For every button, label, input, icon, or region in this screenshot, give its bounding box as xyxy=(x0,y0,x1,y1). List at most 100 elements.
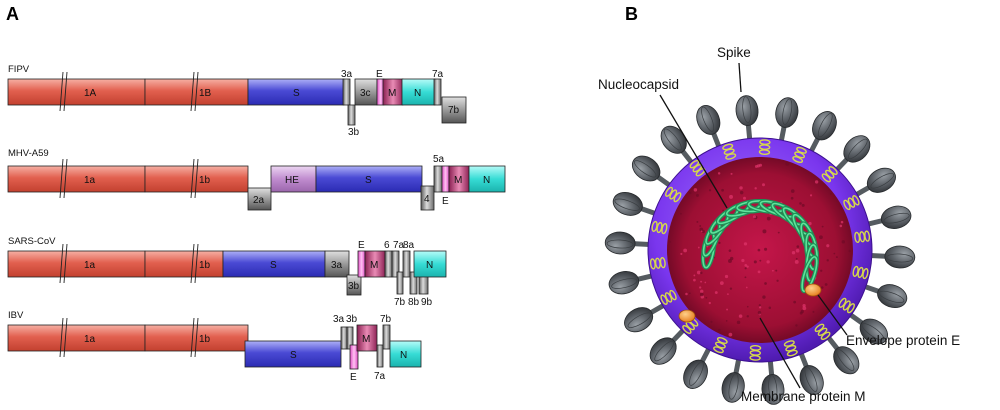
orf1a-bar xyxy=(7,165,146,193)
3b-gene xyxy=(346,274,362,296)
spike-protein xyxy=(865,245,916,269)
5a-gene xyxy=(433,165,443,193)
orf1a-label: 1a xyxy=(84,175,96,186)
2a-gene xyxy=(247,187,272,211)
7a-gene-label: 7a xyxy=(374,371,386,382)
6-gene-label: 6 xyxy=(384,240,390,251)
orf1a-bar xyxy=(7,78,146,106)
callout-envelope-e: Envelope protein E xyxy=(817,294,960,348)
3a-gene-label: 3a xyxy=(333,314,345,325)
break-mark xyxy=(59,243,199,284)
s-gene-label: S xyxy=(290,350,297,361)
membrane-protein-coils xyxy=(649,139,871,361)
s-gene xyxy=(244,340,342,368)
7b-gene-label: 7b xyxy=(380,314,392,325)
e-gene xyxy=(349,344,359,370)
7b-gene xyxy=(396,271,404,295)
callout-nucleocapsid: Nucleocapsid xyxy=(598,77,728,209)
7b-gene xyxy=(441,96,467,124)
e-gene-label: E xyxy=(376,69,383,80)
genome-mhv-a59: MHV-A59 1a 1b 2a HE S 4 5a E M N xyxy=(7,148,506,211)
3a-gene xyxy=(342,78,351,106)
envelope-e-label: Envelope protein E xyxy=(846,333,960,348)
3b-gene-label: 3b xyxy=(348,281,360,292)
membrane-m-label: Membrane protein M xyxy=(741,389,866,404)
break-mark xyxy=(59,158,199,199)
he-gene-label: HE xyxy=(285,175,299,186)
7b-gene-label: 7b xyxy=(394,297,406,308)
8b-gene xyxy=(409,271,418,295)
panel-b-label: B xyxy=(625,4,638,24)
2a-gene-label: 2a xyxy=(253,195,265,206)
m-gene-label: M xyxy=(362,334,370,345)
break-mark xyxy=(59,317,199,358)
7a-gene-label: 7a xyxy=(432,69,444,80)
5a-gene-label: 5a xyxy=(433,154,445,165)
spike-protein xyxy=(696,104,723,153)
genome-name: SARS-CoV xyxy=(8,236,56,247)
spike-protein xyxy=(624,301,669,333)
orf1a-label: 1a xyxy=(84,260,96,271)
callout-spike: Spike xyxy=(717,45,751,93)
envelope-protein-e xyxy=(678,309,696,323)
7a-gene xyxy=(391,250,400,278)
orf1a-bar xyxy=(7,250,146,278)
8a-gene xyxy=(402,250,411,278)
genome-fipv: FIPV 1A 1B S 3a 3b 3c E M N 7a 7b xyxy=(7,64,467,138)
n-gene xyxy=(401,78,436,106)
3a-gene xyxy=(324,250,350,278)
e-gene-label: E xyxy=(442,196,449,207)
e-gene xyxy=(441,165,450,193)
7b-gene xyxy=(382,324,391,350)
3c-gene-label: 3c xyxy=(360,88,371,99)
s-gene-label: S xyxy=(365,175,372,186)
m-gene-label: M xyxy=(388,88,396,99)
n-gene-label: N xyxy=(483,175,490,186)
n-gene-label: N xyxy=(400,350,407,361)
3a-gene xyxy=(340,326,348,350)
8b-gene-label: 8b xyxy=(408,297,420,308)
n-gene xyxy=(413,250,447,278)
m-gene-label: M xyxy=(454,175,462,186)
spike-protein xyxy=(862,205,912,229)
s-gene xyxy=(222,250,326,278)
7a-gene-label: 7a xyxy=(393,240,405,251)
orf1b-bar xyxy=(144,250,224,278)
n-gene-label: N xyxy=(426,260,433,271)
n-gene xyxy=(389,340,422,368)
spike-protein xyxy=(649,325,688,365)
s-gene-label: S xyxy=(293,88,300,99)
e-gene-label: E xyxy=(350,372,357,383)
spike-protein xyxy=(775,97,799,147)
envelope-protein-e xyxy=(804,283,822,297)
spike-protein xyxy=(608,271,658,295)
nucleocapsid-helix xyxy=(700,198,820,294)
3b-gene xyxy=(347,104,356,126)
panel-a-label: A xyxy=(6,4,19,24)
7a-gene xyxy=(433,78,442,106)
spike-protein xyxy=(859,283,908,309)
genome-name: MHV-A59 xyxy=(8,148,49,159)
orf1a-label: 1a xyxy=(84,334,96,345)
s-gene xyxy=(247,78,345,106)
4-gene-label: 4 xyxy=(424,194,430,205)
nucleocapsid-label: Nucleocapsid xyxy=(598,77,679,92)
he-gene xyxy=(270,165,317,193)
s-gene xyxy=(315,165,423,193)
3b-gene-label: 3b xyxy=(348,127,360,138)
n-gene xyxy=(468,165,506,193)
6-gene xyxy=(384,250,393,278)
genome-ibv: IBV 1a 1b S 3a 3b E M 7a 7b N xyxy=(7,310,422,383)
s-gene-label: S xyxy=(270,260,277,271)
m-gene-label: M xyxy=(370,260,378,271)
genome-sars-cov: SARS-CoV 1a 1b S 3a 3b E M 6 7a 7b 8a 8b… xyxy=(7,236,447,308)
genome-name: FIPV xyxy=(8,64,30,75)
7a-gene xyxy=(376,344,384,368)
8a-gene-label: 8a xyxy=(403,240,415,251)
spike-protein xyxy=(683,343,713,389)
spike-protein xyxy=(807,111,837,157)
orf1b-label: 1b xyxy=(199,260,211,271)
3a-gene-label: 3a xyxy=(341,69,353,80)
callout-membrane-m: Membrane protein M xyxy=(741,317,866,404)
